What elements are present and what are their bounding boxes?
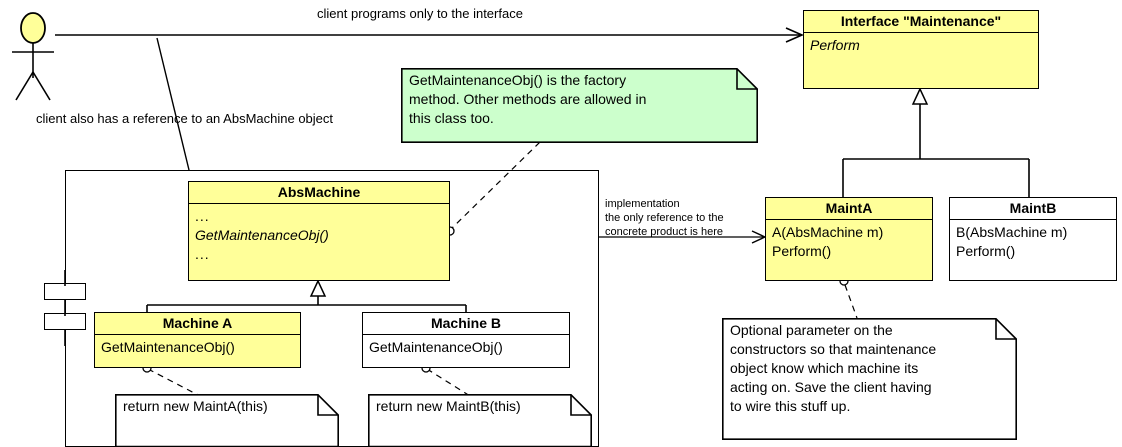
class-machine-b[interactable]: Machine B GetMaintenanceObj() xyxy=(362,312,570,368)
class-abs-machine[interactable]: AbsMachine ... GetMaintenanceObj() ... xyxy=(188,181,450,281)
member-get-maintenance-obj: GetMaintenanceObj() xyxy=(195,227,329,243)
class-title-machine-a: Machine A xyxy=(95,313,300,335)
class-body-maint-a: A(AbsMachine m) Perform() xyxy=(766,220,932,264)
note-text-return-maint-b: return new MaintB(this) xyxy=(376,398,521,414)
note-factory-method[interactable]: GetMaintenanceObj() is the factory metho… xyxy=(401,68,758,143)
note-shape-optional xyxy=(722,318,1017,440)
note-return-maint-a[interactable]: return new MaintA(this) xyxy=(115,394,339,447)
class-body-machine-a: GetMaintenanceObj() xyxy=(95,335,300,360)
client-to-absmachine-connector xyxy=(156,37,190,171)
note-shape-factory xyxy=(401,68,758,143)
member-maint-a-perform: Perform() xyxy=(772,243,832,259)
class-interface-maintenance[interactable]: Interface "Maintenance" Perform xyxy=(803,10,1039,89)
note-text-optional-parameter: Optional parameter on the constructors s… xyxy=(730,322,937,414)
note-shape-return-a xyxy=(115,394,339,447)
note-return-maint-b[interactable]: return new MaintB(this) xyxy=(368,394,592,447)
member-perform: Perform xyxy=(810,37,860,53)
class-machine-a[interactable]: Machine A GetMaintenanceObj() xyxy=(94,312,301,368)
maintenance-generalization-connector xyxy=(842,87,1030,197)
client-to-interface-connector xyxy=(55,27,804,43)
member-dots-bottom: ... xyxy=(195,246,210,262)
note-text-return-maint-a: return new MaintA(this) xyxy=(123,398,268,414)
member-maint-b-ctor: B(AbsMachine m) xyxy=(956,224,1068,240)
label-implementation: implementation the only reference to the… xyxy=(605,198,724,238)
class-title-maint-b: MaintB xyxy=(950,198,1116,220)
member-machine-b-factory: GetMaintenanceObj() xyxy=(369,339,503,355)
actor-right-leg-line xyxy=(32,71,51,101)
optional-note-anchor-connector xyxy=(839,276,858,319)
label-client-reference: client also has a reference to an AbsMac… xyxy=(36,111,334,126)
note-optional-parameter[interactable]: Optional parameter on the constructors s… xyxy=(722,318,1017,440)
member-maint-a-ctor: A(AbsMachine m) xyxy=(772,224,884,240)
client-actor-figure xyxy=(12,12,54,101)
member-maint-b-perform: Perform() xyxy=(956,243,1016,259)
member-machine-a-factory: GetMaintenanceObj() xyxy=(101,339,235,355)
class-maint-b[interactable]: MaintB B(AbsMachine m) Perform() xyxy=(949,197,1117,281)
class-title-interface-maintenance: Interface "Maintenance" xyxy=(804,11,1038,33)
class-body-maint-b: B(AbsMachine m) Perform() xyxy=(950,220,1116,264)
actor-head-icon xyxy=(20,12,46,44)
class-body-machine-b: GetMaintenanceObj() xyxy=(363,335,569,360)
class-title-maint-a: MaintA xyxy=(766,198,932,220)
class-title-machine-b: Machine B xyxy=(363,313,569,335)
class-title-abs-machine: AbsMachine xyxy=(189,182,449,204)
note-text-factory-method: GetMaintenanceObj() is the factory metho… xyxy=(409,72,647,126)
actor-left-leg-line xyxy=(15,71,34,101)
note-shape-return-b xyxy=(368,394,592,447)
absmachine-generalization-connector xyxy=(146,279,467,312)
class-body-abs-machine: ... GetMaintenanceObj() ... xyxy=(189,204,449,267)
label-client-programs-to-interface: client programs only to the interface xyxy=(317,6,523,21)
member-dots-top: ... xyxy=(195,208,210,224)
class-maint-a[interactable]: MaintA A(AbsMachine m) Perform() xyxy=(765,197,933,281)
class-body-interface-maintenance: Perform xyxy=(804,33,1038,58)
